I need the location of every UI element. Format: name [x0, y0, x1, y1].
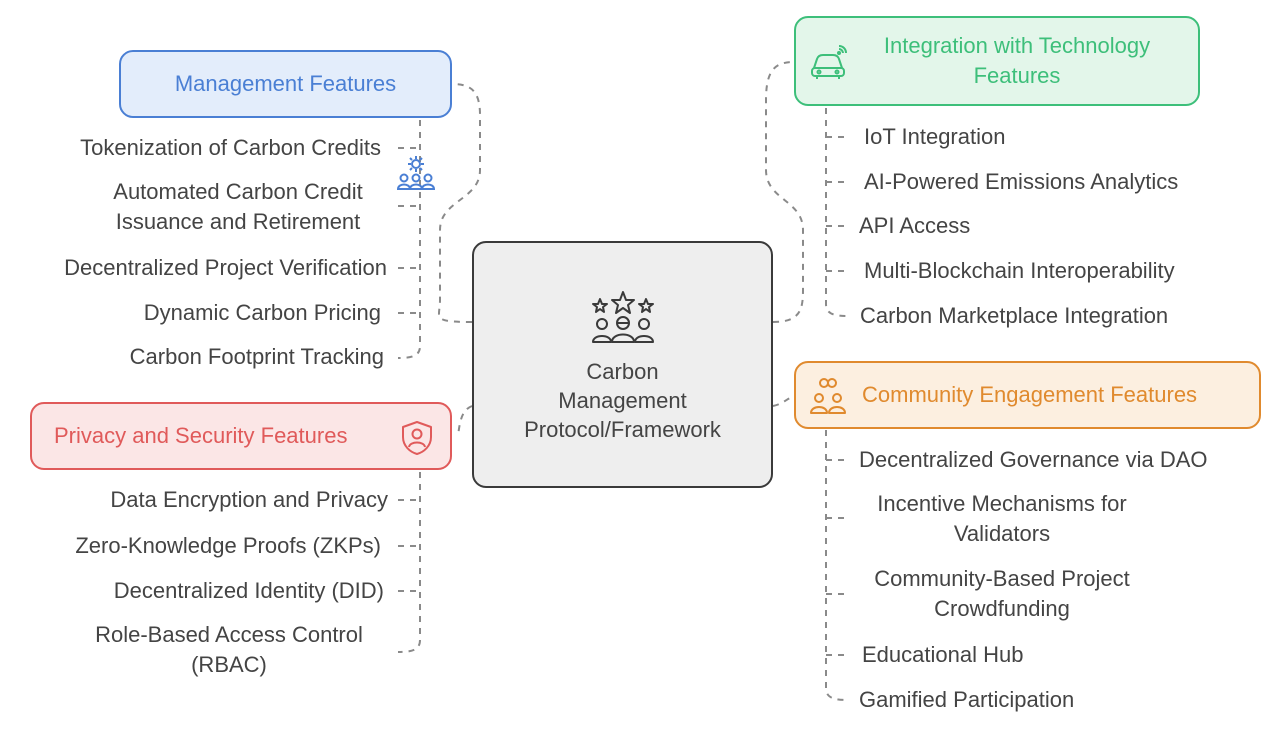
integration-item: API Access	[859, 213, 971, 238]
connector-center-integration	[765, 61, 804, 323]
privacy-item: Decentralized Identity (DID)	[113, 578, 384, 603]
management-features-node[interactable]: Management Features	[119, 50, 452, 118]
people-link-icon	[808, 376, 848, 421]
integration-item: Carbon Marketplace Integration	[860, 303, 1169, 328]
shield-user-icon	[398, 419, 436, 462]
center-node[interactable]: Carbon Management Protocol/Framework	[472, 241, 773, 488]
integration-item: Multi-Blockchain Interoperability	[864, 258, 1175, 283]
community-item: Community-Based Project Crowdfunding	[874, 566, 1130, 621]
management-features-title: Management Features	[174, 71, 397, 96]
community-engagement-features-title: Community Engagement Features	[862, 382, 1198, 407]
spine-integration	[825, 108, 849, 317]
integration-technology-features-node[interactable]: Integration with Technology Features	[794, 16, 1200, 106]
privacy-security-features-title: Privacy and Security Features	[54, 423, 348, 448]
community-item: Gamified Participation	[859, 687, 1075, 712]
spine-community	[825, 430, 849, 701]
community-item: Incentive Mechanisms for Validators	[877, 491, 1127, 546]
community-item: Educational Hub	[862, 642, 1024, 667]
community-item: Decentralized Governance via DAO	[859, 447, 1208, 472]
spine-privacy	[397, 472, 421, 653]
gear-people-icon	[396, 154, 436, 197]
integration-item: AI-Powered Emissions Analytics	[864, 169, 1179, 194]
privacy-item: Data Encryption and Privacy	[110, 487, 388, 512]
privacy-item: Zero-Knowledge Proofs (ZKPs)	[75, 533, 381, 558]
community-engagement-features-node[interactable]: Community Engagement Features	[794, 361, 1261, 429]
connector-center-community	[772, 395, 795, 407]
privacy-item: Role-Based Access Control (RBAC)	[95, 622, 363, 677]
management-item: Decentralized Project Verification	[64, 255, 387, 280]
stars-community-icon	[588, 290, 658, 351]
management-item: Carbon Footprint Tracking	[129, 344, 384, 369]
management-item: Automated Carbon Credit Issuance and Ret…	[113, 179, 363, 234]
connected-car-icon	[808, 42, 848, 87]
management-item: Dynamic Carbon Pricing	[143, 300, 381, 325]
management-item: Tokenization of Carbon Credits	[80, 135, 381, 160]
privacy-security-features-node[interactable]: Privacy and Security Features	[30, 402, 452, 470]
integration-technology-features-title: Integration with Technology Features	[883, 33, 1151, 88]
connector-center-privacy	[457, 405, 473, 437]
center-title: Carbon Management Protocol/Framework	[524, 358, 721, 442]
integration-item: IoT Integration	[864, 124, 1006, 149]
